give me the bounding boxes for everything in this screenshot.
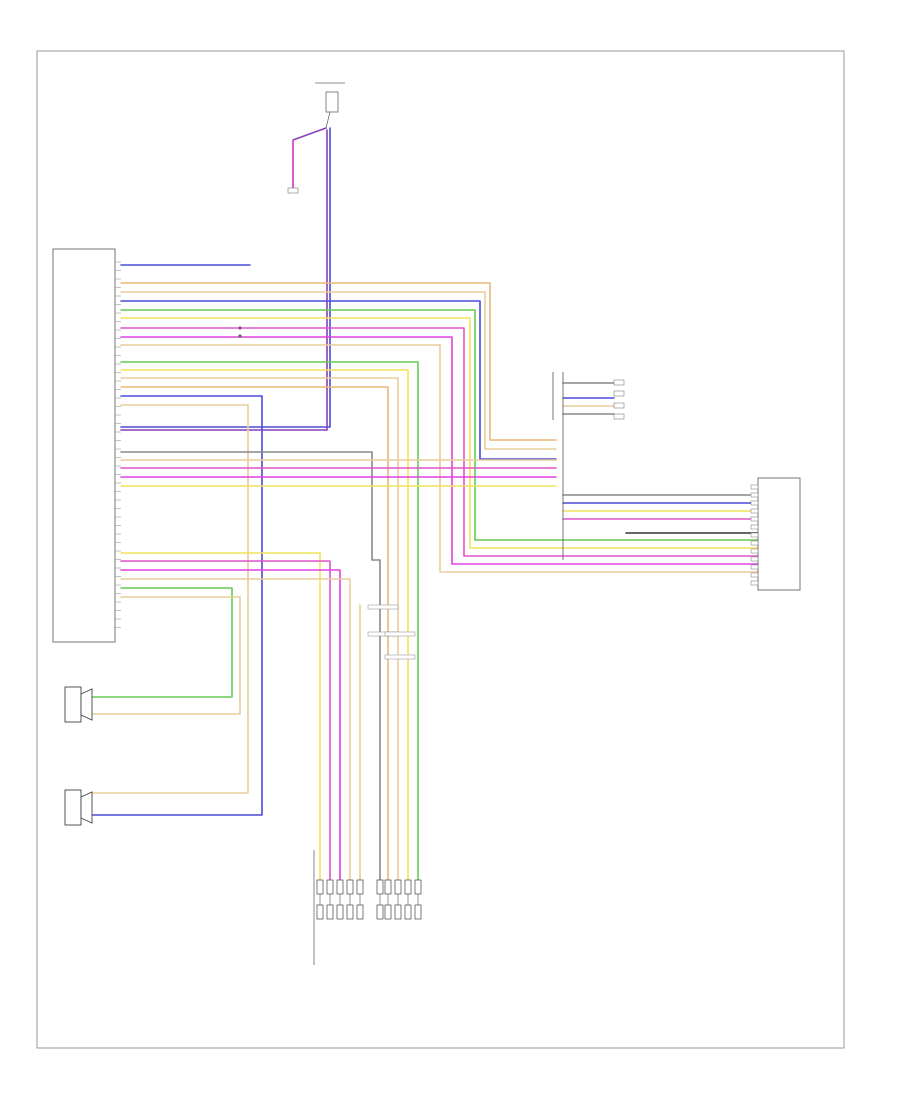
junction-dot	[238, 334, 242, 338]
left-rear-speaker	[64, 686, 93, 723]
right-module-pin	[750, 500, 759, 506]
fuse-box	[325, 91, 339, 113]
right-module-pin	[750, 540, 759, 546]
fuse-link-wire	[292, 127, 327, 189]
right-module-pin	[750, 580, 759, 586]
wire-magenta-low	[120, 569, 341, 881]
bottom-connector-cavity	[376, 879, 384, 895]
wire-blue-riser	[120, 127, 331, 428]
bottom-connector-cavity	[326, 904, 334, 920]
wire-orange-1	[120, 282, 557, 441]
wire-tan-2	[120, 344, 759, 573]
wire-green-down	[120, 361, 419, 881]
bottom-connector-cavity	[356, 879, 364, 895]
wire-magenta-1	[120, 336, 759, 565]
splice-pack	[367, 604, 399, 610]
right-speaker-body	[64, 789, 82, 826]
right-module-pin	[750, 524, 759, 530]
bottom-connector-cavity	[376, 904, 384, 920]
right-rear-speaker	[64, 789, 93, 826]
radio-pin-ticks	[115, 261, 121, 628]
inline-connector-upper	[552, 372, 625, 560]
wire-pink-1	[120, 327, 759, 557]
right-module-pin	[750, 556, 759, 562]
wire-pink-low	[120, 560, 331, 881]
wire-green-1	[120, 309, 759, 541]
right-module-pin	[750, 564, 759, 570]
wire-tan-low	[120, 578, 351, 881]
wire-yellow-1	[120, 317, 759, 549]
junction-dot	[238, 326, 242, 330]
bottom-connector-cavity	[414, 879, 422, 895]
right-module-pin	[750, 492, 759, 498]
right-module-pin	[750, 572, 759, 578]
radio-module-box	[52, 248, 116, 643]
bottom-connector-cavity	[394, 904, 402, 920]
bottom-connector-cavity	[316, 904, 324, 920]
right-module-pin	[750, 548, 759, 554]
bottom-connector-cavity	[336, 879, 344, 895]
wire-orange-down	[120, 386, 389, 881]
bottom-connector-cavity	[384, 904, 392, 920]
bottom-connector-cavity	[356, 904, 364, 920]
wire-blue-rr-speaker	[89, 395, 263, 816]
bottom-connector-cavity	[346, 904, 354, 920]
top-fuse-group	[287, 82, 345, 194]
splice-pack	[384, 654, 416, 660]
left-speaker-cone	[80, 688, 93, 721]
bottom-connector-cavity	[346, 879, 354, 895]
bottom-connector-cavity	[404, 904, 412, 920]
right-module	[750, 477, 801, 591]
bottom-connector-cavity	[326, 879, 334, 895]
wire-tan-down	[120, 377, 399, 881]
right-module-pin	[750, 532, 759, 538]
right-speaker-cone	[80, 791, 93, 824]
right-module-pin	[750, 484, 759, 490]
bottom-connector-cavity	[394, 879, 402, 895]
diagram-frame	[36, 50, 845, 1049]
splice-pack	[384, 631, 416, 637]
wire-yellow-down	[120, 369, 409, 881]
bottom-connector-cavity	[384, 879, 392, 895]
right-module-pin	[750, 508, 759, 514]
splice-packs	[238, 326, 416, 660]
wire-purple-riser	[120, 129, 328, 431]
right-module-pin	[750, 516, 759, 522]
splice-pad	[287, 187, 299, 194]
wire-tan-rr-speaker	[89, 404, 249, 794]
wire-green-lr-speaker	[89, 587, 233, 698]
bottom-connector-cavity	[316, 879, 324, 895]
wire-grey-down	[120, 451, 381, 881]
left-speaker-body	[64, 686, 82, 723]
wire-tan-lr-speaker	[89, 596, 241, 715]
wire-tan-1	[120, 291, 557, 450]
wire-blue-2	[120, 300, 557, 460]
right-module-pins	[750, 484, 759, 586]
bottom-connector-cavity	[404, 879, 412, 895]
right-module-box	[757, 477, 801, 591]
bottom-connector-block	[313, 850, 422, 965]
wire-harness	[89, 127, 759, 881]
bottom-connector-cavity	[414, 904, 422, 920]
wire-yellow-low	[120, 552, 321, 881]
bottom-connector-cavity	[336, 904, 344, 920]
